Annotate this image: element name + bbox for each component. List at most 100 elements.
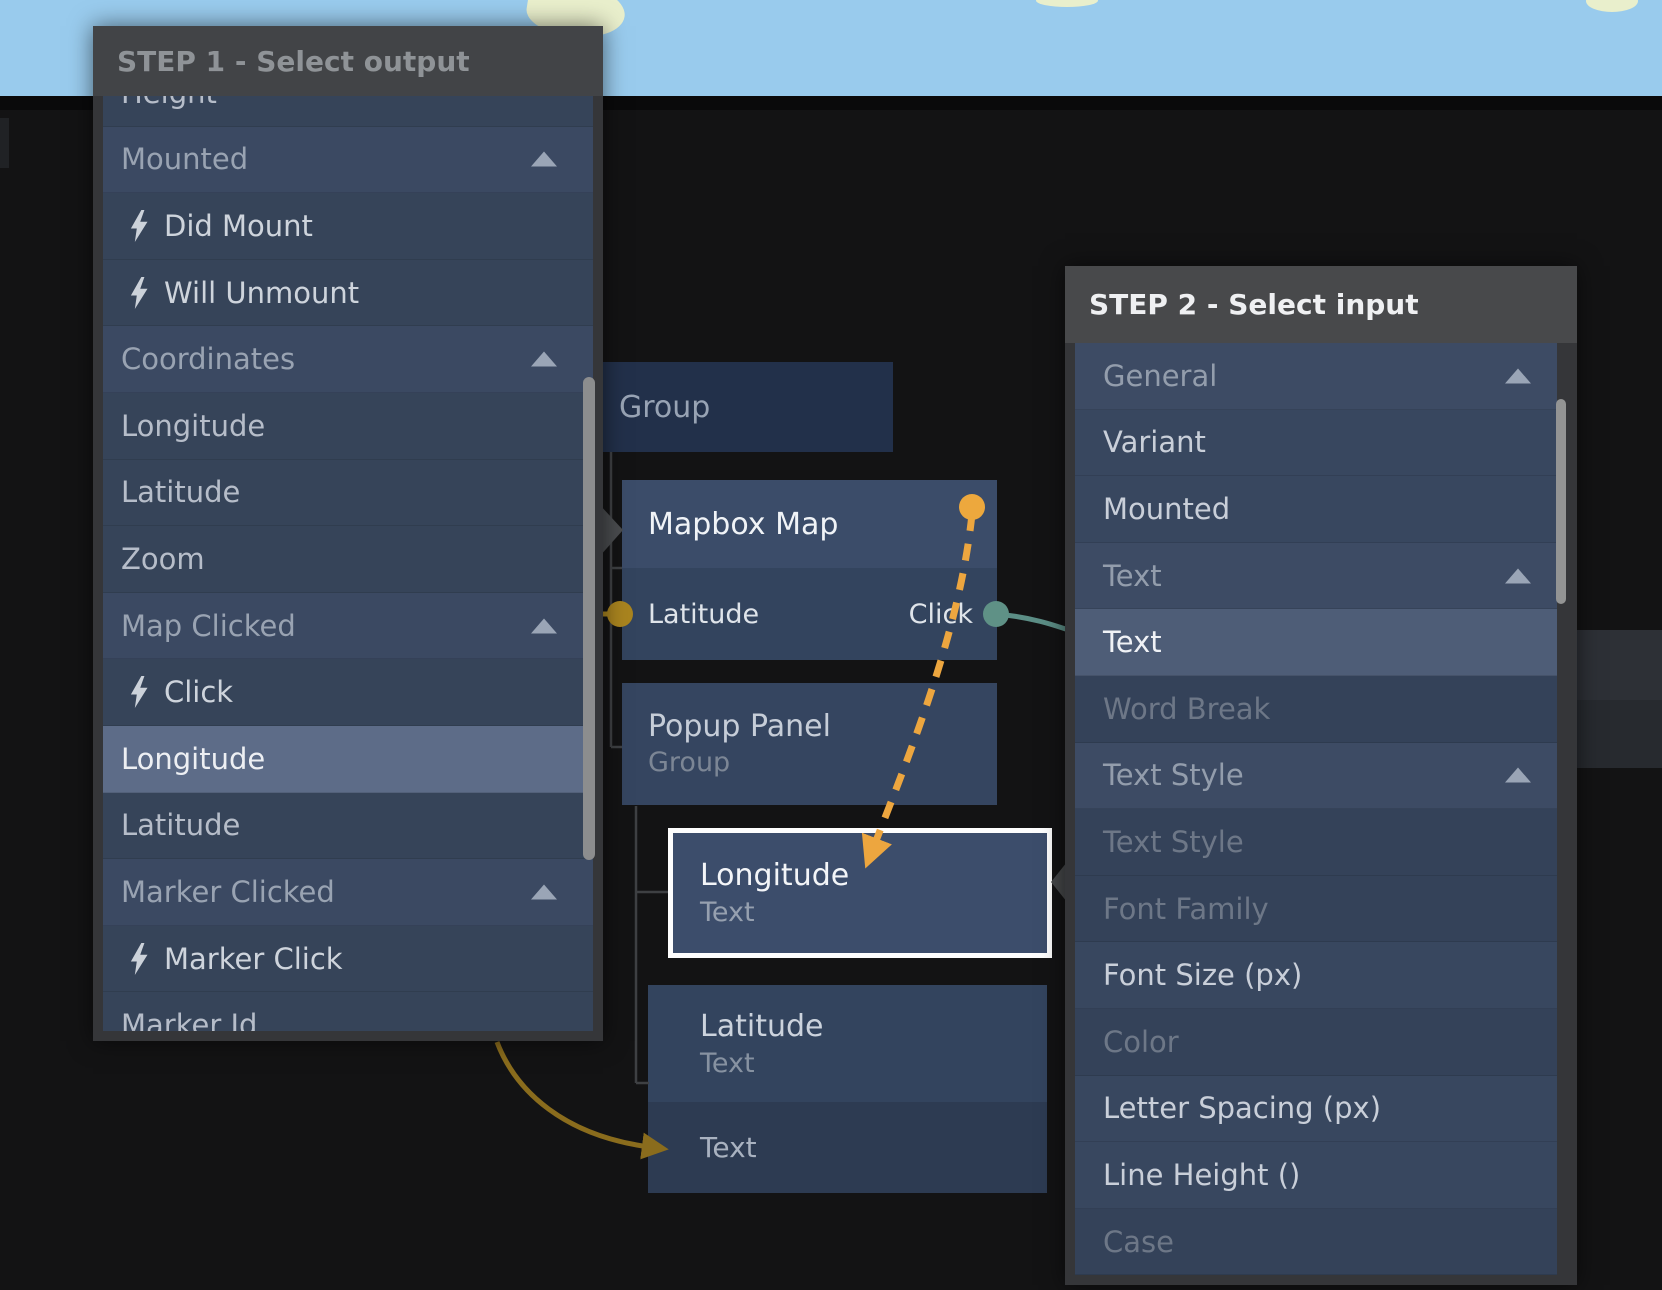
item-label: Word Break — [1103, 691, 1271, 726]
input-section-text[interactable]: Text — [1075, 542, 1557, 610]
event-bolt-icon — [130, 276, 148, 309]
collapse-arrow-icon[interactable] — [1505, 767, 1531, 783]
node-subtitle: Group — [648, 747, 731, 778]
offscreen-node-fragment — [1577, 700, 1662, 768]
node-title: Latitude — [700, 1008, 824, 1044]
node-popup-panel[interactable]: Popup Panel Group — [622, 683, 997, 805]
output-item-marker-id[interactable]: Marker Id — [103, 992, 593, 1031]
node-group[interactable]: Group — [603, 362, 893, 452]
item-label: Text — [1103, 625, 1162, 660]
port-label-click[interactable]: Click — [908, 598, 973, 630]
collapse-arrow-icon[interactable] — [531, 884, 557, 900]
step1-scrollbar[interactable] — [583, 377, 595, 860]
input-section-general[interactable]: General — [1075, 343, 1557, 410]
output-section-map-clicked[interactable]: Map Clicked — [103, 592, 593, 660]
node-header[interactable]: Mapbox Map — [622, 480, 997, 568]
input-item-color: Color — [1075, 1008, 1557, 1076]
node-text[interactable]: Text — [648, 1102, 1047, 1193]
step2-select-input-panel: STEP 2 - Select input General Variant Mo… — [1065, 266, 1577, 1285]
item-label: Marker Click — [164, 941, 343, 976]
item-label: Mounted — [1103, 491, 1231, 526]
output-item-longitude[interactable]: Longitude — [103, 392, 593, 460]
output-item-zoom[interactable]: Zoom — [103, 526, 593, 593]
item-label: Variant — [1103, 425, 1206, 460]
output-item-will-unmount[interactable]: Will Unmount — [103, 259, 593, 327]
collapse-arrow-icon[interactable] — [531, 151, 557, 167]
connection-curve-to-text-node — [494, 1041, 669, 1160]
output-section-marker-clicked[interactable]: Marker Clicked — [103, 859, 593, 926]
output-list[interactable]: Height Mounted Did Mount Will Unmount Co… — [103, 96, 593, 1031]
output-item-latitude-2[interactable]: Latitude — [103, 792, 593, 860]
panel-title: STEP 1 - Select output — [93, 26, 603, 96]
map-land-shape — [1586, 0, 1638, 12]
panel-title: STEP 2 - Select input — [1065, 266, 1577, 343]
input-item-font-size[interactable]: Font Size (px) — [1075, 942, 1557, 1009]
output-section-mounted[interactable]: Mounted — [103, 126, 593, 194]
item-label: Longitude — [121, 408, 266, 443]
node-title: Mapbox Map — [648, 506, 839, 542]
node-longitude-selected[interactable]: Longitude Text — [668, 828, 1052, 958]
node-ports-row: Latitude Click — [622, 568, 997, 660]
item-label: Text Style — [1103, 758, 1244, 793]
port-label-latitude[interactable]: Latitude — [648, 598, 760, 630]
node-title: Longitude — [700, 858, 850, 893]
node-mapbox-map[interactable]: Mapbox Map Latitude Click — [622, 480, 997, 660]
collapse-arrow-icon[interactable] — [531, 351, 557, 367]
input-item-mounted[interactable]: Mounted — [1075, 476, 1557, 543]
input-item-case: Case — [1075, 1208, 1557, 1275]
node-title: Group — [619, 389, 711, 425]
item-label: Letter Spacing (px) — [1103, 1091, 1382, 1126]
collapse-arrow-icon[interactable] — [531, 618, 557, 634]
input-list[interactable]: General Variant Mounted Text Text Word B… — [1075, 343, 1557, 1275]
step1-select-output-panel: STEP 1 - Select output Height Mounted Di… — [93, 26, 603, 1041]
input-item-variant[interactable]: Variant — [1075, 409, 1557, 477]
item-label: Mounted — [121, 142, 249, 177]
node-subtitle: Text — [700, 897, 755, 928]
node-subtitle: Text — [700, 1047, 755, 1079]
output-item-longitude-selected[interactable]: Longitude — [103, 725, 593, 793]
item-label: Height — [121, 96, 217, 110]
item-label: Coordinates — [121, 342, 296, 377]
map-land-shape — [1036, 0, 1098, 7]
item-label: Click — [164, 675, 234, 710]
output-item-height[interactable]: Height — [103, 96, 593, 127]
node-latitude[interactable]: Latitude Text — [648, 985, 1047, 1102]
output-section-coordinates[interactable]: Coordinates — [103, 326, 593, 393]
item-label: Latitude — [121, 808, 241, 843]
input-item-text-selected[interactable]: Text — [1075, 609, 1557, 676]
item-label: Case — [1103, 1224, 1174, 1259]
collapse-arrow-icon[interactable] — [1505, 568, 1531, 584]
item-label: Map Clicked — [121, 608, 296, 643]
offscreen-node-fragment — [1577, 630, 1662, 700]
panel-title-text: STEP 2 - Select input — [1089, 288, 1419, 321]
collapse-arrow-icon[interactable] — [1505, 368, 1531, 384]
event-bolt-icon — [130, 942, 148, 975]
event-bolt-icon — [130, 676, 148, 709]
left-edge-tab[interactable] — [0, 118, 9, 168]
input-item-font-family: Font Family — [1075, 875, 1557, 943]
step2-scrollbar[interactable] — [1556, 399, 1566, 604]
output-item-latitude[interactable]: Latitude — [103, 459, 593, 527]
input-item-word-break: Word Break — [1075, 675, 1557, 743]
item-label: Did Mount — [164, 208, 313, 243]
item-label: Longitude — [121, 741, 266, 776]
item-label: Text Style — [1103, 824, 1244, 859]
item-label: Font Size (px) — [1103, 958, 1303, 993]
output-item-marker-click[interactable]: Marker Click — [103, 925, 593, 993]
input-section-text-style[interactable]: Text Style — [1075, 742, 1557, 810]
item-label: Latitude — [121, 475, 241, 510]
item-label: Text — [1103, 558, 1162, 593]
input-item-letter-spacing[interactable]: Letter Spacing (px) — [1075, 1075, 1557, 1143]
item-label: Marker Id — [121, 1008, 258, 1031]
input-item-line-height[interactable]: Line Height () — [1075, 1142, 1557, 1209]
input-item-text-style: Text Style — [1075, 809, 1557, 876]
item-label: Will Unmount — [164, 275, 360, 310]
node-title: Popup Panel — [648, 709, 831, 744]
output-item-click[interactable]: Click — [103, 659, 593, 726]
node-title: Text — [700, 1131, 757, 1164]
item-label: Font Family — [1103, 891, 1269, 926]
item-label: General — [1103, 358, 1218, 393]
item-label: Zoom — [121, 541, 205, 576]
output-item-did-mount[interactable]: Did Mount — [103, 193, 593, 260]
